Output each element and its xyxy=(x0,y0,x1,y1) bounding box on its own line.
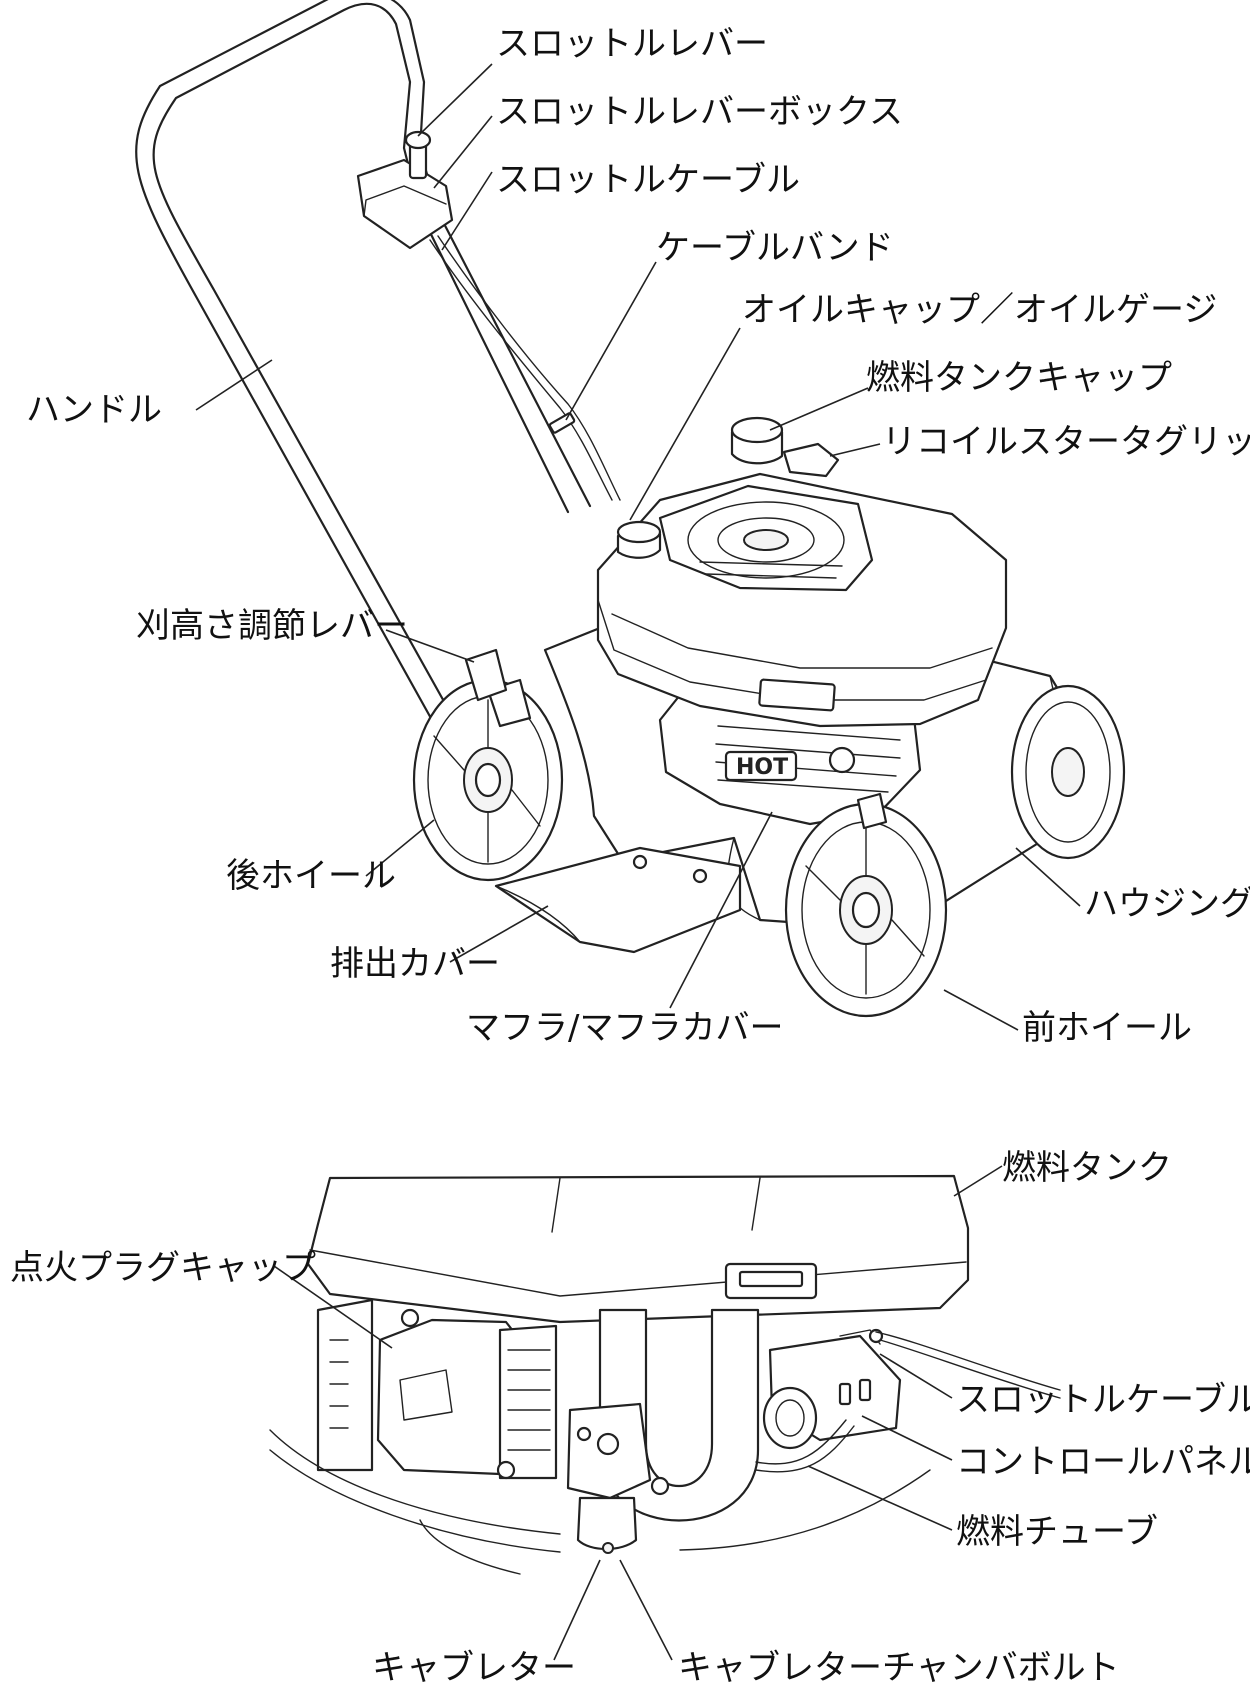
label-throttle-cable-bottom: スロットルケーブル xyxy=(956,1380,1250,1420)
label-front-wheel: 前ホイール xyxy=(1022,1008,1192,1048)
label-carburetor-bolt: キャブレターチャンバボルト xyxy=(678,1648,1120,1688)
height-lever-drawing xyxy=(464,648,532,728)
label-throttle-cable: スロットルケーブル xyxy=(496,160,800,200)
rear-wheel-drawing xyxy=(412,678,564,882)
fuel-tube-drawing xyxy=(755,1419,855,1473)
label-carburetor: キャブレター xyxy=(372,1648,576,1688)
label-handle: ハンドル xyxy=(26,390,162,430)
discharge-cover-drawing xyxy=(494,846,742,954)
cylinder-drawing xyxy=(316,1298,374,1472)
engine-closeup-illustration xyxy=(269,1165,1061,1661)
control-panel-drawing xyxy=(762,1328,902,1450)
label-cable-band: ケーブルバンド xyxy=(656,228,894,268)
hot-stamp: HOT xyxy=(736,755,788,780)
label-rear-wheel: 後ホイール xyxy=(226,856,396,896)
label-muffler: マフラ/マフラカバー xyxy=(466,1008,784,1048)
label-fuel-tube: 燃料チューブ xyxy=(956,1512,1158,1552)
throttle-cable-bottom-drawing xyxy=(875,1331,1061,1399)
handle-drawing xyxy=(135,0,592,758)
label-fuel-tank: 燃料タンク xyxy=(1002,1148,1172,1188)
label-control-panel: コントロールパネル xyxy=(956,1442,1250,1482)
fuel-tank-closeup-drawing xyxy=(306,1174,970,1324)
throttle-lever-box-drawing xyxy=(356,130,454,250)
label-housing: ハウジング xyxy=(1084,884,1250,924)
leader-lines-bottom xyxy=(273,1165,1003,1661)
label-discharge-cover: 排出カバー xyxy=(330,944,500,984)
carburetor-drawing xyxy=(566,1402,670,1554)
label-fuel-tank-cap: 燃料タンクキャップ xyxy=(866,358,1172,398)
housing-closeup-drawing xyxy=(269,1429,931,1575)
engine-drawing: HOT xyxy=(596,472,1008,826)
label-height-lever: 刈高さ調節レバー xyxy=(136,606,408,646)
leader-lines-top xyxy=(195,63,1081,1031)
label-spark-plug-cap: 点火プラグキャップ xyxy=(10,1248,316,1288)
label-throttle-lever: スロットルレバー xyxy=(496,24,768,64)
front-wheel-drawing xyxy=(784,792,948,1018)
recoil-grip-drawing xyxy=(782,442,840,478)
throttle-cable-drawing xyxy=(429,235,621,501)
lawn-mower-illustration: HOT xyxy=(135,0,1126,1031)
label-oil-cap: オイルキャップ／オイルゲージ xyxy=(742,290,1218,330)
label-throttle-lever-box: スロットルレバーボックス xyxy=(496,92,903,132)
oil-cap-drawing xyxy=(616,520,662,559)
spark-plug-cap-drawing xyxy=(376,1308,558,1480)
label-recoil-grip: リコイルスタータグリップ xyxy=(882,422,1250,462)
right-rear-wheel-drawing xyxy=(1010,684,1126,860)
fuel-tank-cap-drawing xyxy=(730,416,784,465)
